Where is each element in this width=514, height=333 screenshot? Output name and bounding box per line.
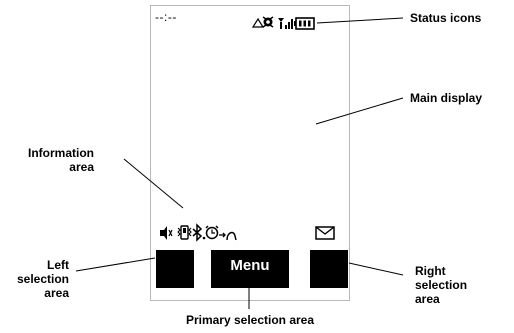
primary-selection-key[interactable]: Menu <box>211 250 289 288</box>
status-icons-label: Status icons <box>410 11 482 25</box>
call-forward-icon <box>219 231 237 241</box>
right-selection-line-1: Right <box>415 264 446 278</box>
right-selection-line-2: selection <box>415 278 468 292</box>
bluetooth-icon <box>192 223 206 242</box>
speaker-muted-icon <box>160 226 173 240</box>
left-selection-area-label: Left selection area <box>17 258 69 300</box>
alarm-triangle-icon <box>251 17 265 28</box>
left-selection-line-1: Left <box>47 258 69 272</box>
envelope-icon <box>315 226 335 240</box>
left-selection-line-3: area <box>44 286 69 300</box>
menu-label: Menu <box>230 257 270 274</box>
alarm-clock-icon <box>205 225 219 240</box>
information-area-label: Information area <box>28 146 94 174</box>
settings-icon <box>262 16 274 28</box>
left-selection-key[interactable] <box>156 250 194 288</box>
clock-text: --:-- <box>155 10 177 24</box>
right-selection-area-label: Right selection area <box>415 264 467 306</box>
battery-icon <box>294 17 315 30</box>
right-selection-key[interactable] <box>310 250 348 288</box>
main-display-label: Main display <box>410 91 483 105</box>
signal-bars-icon <box>285 19 293 29</box>
vibrate-icon <box>177 225 192 240</box>
right-selection-line-3: area <box>415 292 440 306</box>
primary-selection-area-label: Primary selection area <box>185 313 315 327</box>
antenna-icon <box>278 18 284 29</box>
information-area-line-2: area <box>69 160 94 174</box>
information-area-line-1: Information <box>28 146 94 160</box>
left-selection-line-2: selection <box>16 272 69 286</box>
